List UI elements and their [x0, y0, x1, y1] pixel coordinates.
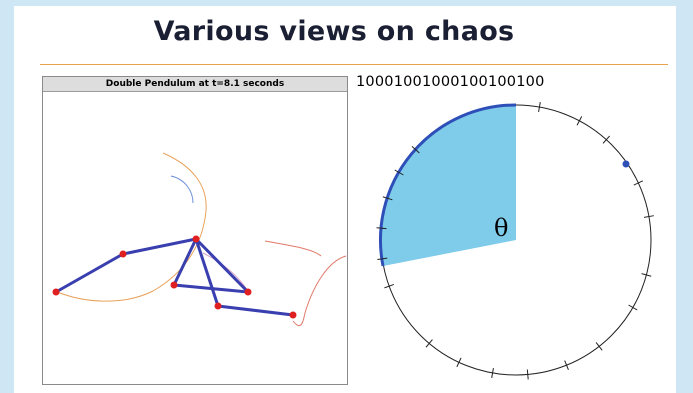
tick-mark [376, 227, 387, 230]
state-point [622, 160, 630, 168]
tick-mark [576, 116, 583, 126]
highlighted-arc [378, 103, 517, 267]
trace-red [264, 240, 347, 326]
tick-mark [425, 339, 433, 348]
tick-mark [384, 283, 395, 289]
pendulum-panel-header: Double Pendulum at t=8.1 seconds [43, 77, 347, 92]
tick-mark [564, 360, 569, 370]
symbolic-sequence: 10001001000100100100 [356, 74, 545, 90]
slide-title: Various views on chaos [153, 16, 515, 47]
tick-mark [538, 102, 541, 113]
angle-sector [380, 104, 516, 267]
tick-mark [628, 304, 638, 311]
tick-mark [411, 145, 420, 154]
phase-circle: θ [376, 102, 654, 380]
tick-mark [643, 215, 654, 218]
theta-label: θ [494, 214, 508, 242]
slide: Various views on chaos Double Pendulum a… [14, 6, 676, 393]
title-underline [40, 64, 668, 65]
tick-mark [641, 273, 652, 277]
trace-blue [170, 175, 194, 204]
pendulum-canvas [52, 152, 347, 326]
tick-mark [382, 196, 393, 201]
circle-ticks [376, 102, 654, 380]
tick-mark [595, 342, 603, 351]
trace-orange [54, 152, 207, 302]
tick-mark [394, 169, 404, 176]
tick-mark [491, 367, 494, 378]
tick-mark [602, 135, 611, 144]
tick-mark [526, 369, 529, 380]
pendulum-masses [52, 235, 297, 319]
tick-mark [633, 180, 644, 186]
tick-mark [377, 257, 388, 260]
tick-mark [456, 357, 462, 368]
pendulum-arms [54, 237, 295, 317]
double-pendulum-panel: Double Pendulum at t=8.1 seconds [42, 76, 348, 385]
